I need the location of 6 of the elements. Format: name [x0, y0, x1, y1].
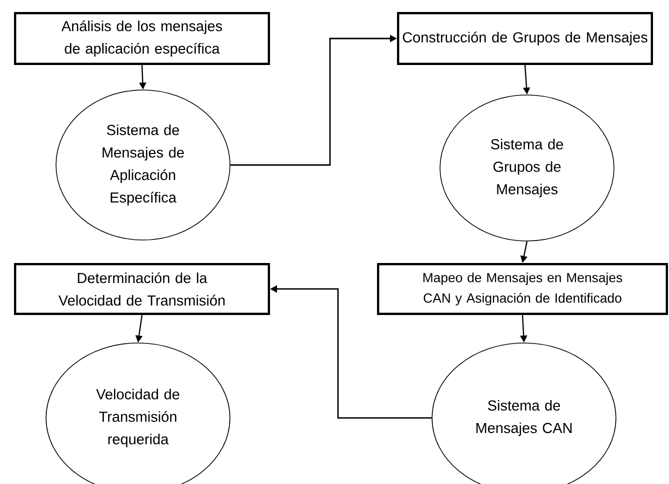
- process-box: Análisis de los mensajes de aplicación específica: [14, 12, 270, 65]
- ellipse-node: Sistema de Grupos de Mensajes: [440, 94, 614, 242]
- process-box: Mapeo de Mensajes en Mensajes CAN y Asignación de Identificado: [377, 262, 668, 315]
- process-box: Construcción de Grupos de Mensajes: [397, 12, 653, 65]
- ellipse-node: Sistema de Mensajes de Aplicación Específica: [56, 90, 230, 240]
- process-box: Determinación de la Velocidad de Transmisión: [14, 262, 270, 315]
